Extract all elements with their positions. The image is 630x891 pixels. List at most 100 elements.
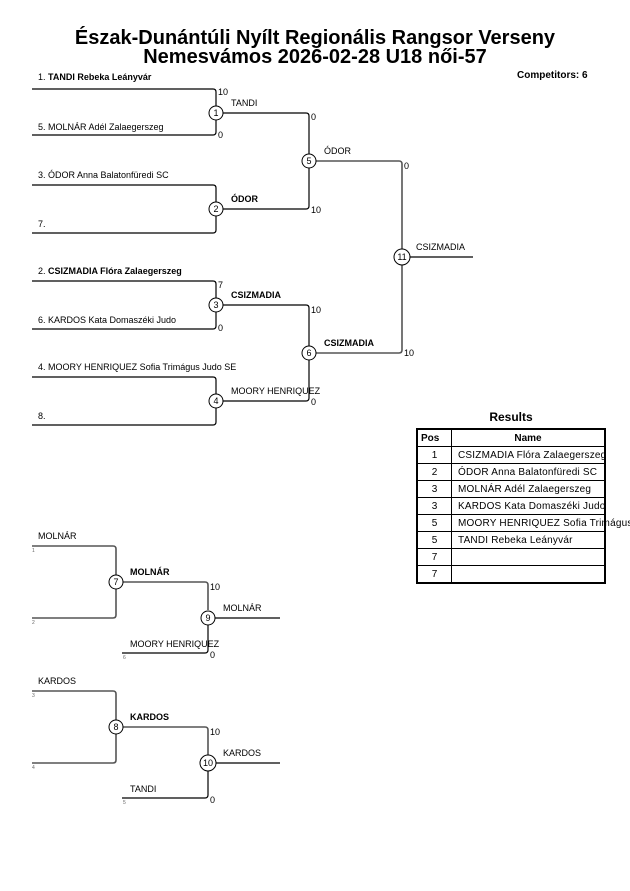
match-node[interactable] bbox=[208, 297, 224, 313]
column-header-name: Name bbox=[451, 428, 606, 447]
match-number: 8 bbox=[113, 722, 118, 732]
match-winner: ÓDOR bbox=[324, 146, 352, 156]
match-line bbox=[223, 112, 310, 154]
entry-line bbox=[32, 376, 217, 394]
entry-label: 3. ÓDOR Anna Balatonfüredi SC bbox=[38, 170, 169, 180]
result-name: MOLNÁR Adél Zalaegerszeg bbox=[451, 480, 606, 498]
match-winner: MOORY HENRIQUEZ bbox=[231, 386, 321, 396]
match-line bbox=[123, 581, 209, 610]
column-header-pos: Pos bbox=[416, 428, 452, 447]
entry-label: 5. MOLNÁR Adél Zalaegerszeg bbox=[38, 122, 164, 132]
match-node[interactable] bbox=[208, 393, 224, 409]
result-name: MOORY HENRIQUEZ Sofia Trimágus bbox=[451, 514, 630, 532]
score: 10 bbox=[404, 348, 414, 358]
match-line bbox=[223, 168, 310, 210]
score: 10 bbox=[210, 582, 220, 592]
seed-number: 1 bbox=[32, 548, 35, 554]
entry-line bbox=[32, 408, 217, 426]
match-number: 7 bbox=[113, 577, 118, 587]
score: 0 bbox=[311, 397, 316, 407]
entry-line bbox=[32, 280, 217, 298]
entry-line bbox=[32, 545, 117, 575]
match-node[interactable] bbox=[301, 345, 317, 361]
result-pos: 3 bbox=[416, 480, 452, 498]
match-line bbox=[223, 304, 310, 346]
match-number: 11 bbox=[397, 252, 406, 262]
seed-number: 4 bbox=[32, 765, 35, 771]
result-name bbox=[451, 565, 606, 584]
result-pos: 1 bbox=[416, 446, 452, 464]
score: 0 bbox=[404, 161, 409, 171]
entry-line bbox=[32, 690, 117, 720]
score: 0 bbox=[210, 650, 215, 660]
page-title: Észak-Dunántúli Nyílt Regionális Rangsor… bbox=[74, 27, 556, 49]
competitors-count: Competitors: 6 bbox=[517, 70, 588, 81]
match-node[interactable] bbox=[208, 105, 224, 121]
match-node[interactable] bbox=[108, 574, 124, 590]
score: 10 bbox=[311, 305, 321, 315]
repechage-entry-label: MOLNÁR bbox=[38, 531, 77, 541]
match-winner: CSIZMADIA bbox=[324, 338, 374, 348]
match-node[interactable] bbox=[301, 153, 317, 169]
entry-line bbox=[32, 312, 217, 330]
page-subtitle: Nemesvámos 2026-02-28 U18 női-57 bbox=[143, 46, 487, 68]
match-number: 2 bbox=[213, 204, 218, 214]
result-pos: 5 bbox=[416, 514, 452, 532]
seed-number: 2 bbox=[32, 620, 35, 626]
score: 0 bbox=[311, 112, 316, 122]
entry-line bbox=[32, 734, 117, 764]
match-node[interactable] bbox=[199, 754, 217, 772]
results-header-row: Pos Name bbox=[416, 428, 606, 447]
entry-label: 7. bbox=[38, 219, 46, 229]
entry-label: 4. MOORY HENRIQUEZ Sofia Trimágus Judo S… bbox=[38, 362, 236, 372]
results-title: Results bbox=[489, 410, 533, 424]
match-node[interactable] bbox=[108, 719, 124, 735]
score: 0 bbox=[210, 795, 215, 805]
match-line bbox=[316, 265, 403, 354]
score: 10 bbox=[210, 727, 220, 737]
seed-number: 3 bbox=[32, 693, 35, 699]
match-number: 4 bbox=[213, 396, 218, 406]
entry-label: 1. TANDI Rebeka Leányvár bbox=[38, 72, 152, 82]
match-winner: KARDOS bbox=[223, 748, 261, 758]
match-number: 10 bbox=[203, 758, 213, 768]
match-winner: MOLNÁR bbox=[130, 567, 170, 577]
entry-line bbox=[122, 625, 209, 654]
match-node[interactable] bbox=[208, 201, 224, 217]
result-name: TANDI Rebeka Leányvár bbox=[451, 531, 606, 549]
match-node[interactable] bbox=[200, 610, 216, 626]
entry-label: 6. KARDOS Kata Domaszéki Judo bbox=[38, 315, 176, 325]
entry-label: 8. bbox=[38, 411, 46, 421]
entry-line bbox=[32, 216, 217, 234]
match-winner: TANDI bbox=[231, 98, 257, 108]
seed-number: 6 bbox=[123, 655, 126, 661]
match-winner: ÓDOR bbox=[231, 193, 259, 204]
entry-line bbox=[122, 770, 209, 799]
result-pos: 5 bbox=[416, 531, 452, 549]
match-node[interactable] bbox=[393, 248, 411, 266]
match-winner: MOLNÁR bbox=[223, 603, 262, 613]
result-name: CSIZMADIA Flóra Zalaegerszeg bbox=[451, 446, 606, 464]
results-row: 7 bbox=[416, 565, 606, 584]
result-pos: 3 bbox=[416, 497, 452, 515]
repechage-entry-label: KARDOS bbox=[38, 676, 76, 686]
entry-line bbox=[32, 589, 117, 619]
match-line bbox=[316, 160, 403, 250]
result-pos: 7 bbox=[416, 565, 452, 584]
result-name bbox=[451, 548, 606, 566]
match-number: 9 bbox=[205, 613, 210, 623]
entry-line bbox=[32, 119, 217, 136]
match-winner: CSIZMADIA bbox=[231, 290, 281, 300]
result-pos: 2 bbox=[416, 463, 452, 481]
match-winner: KARDOS bbox=[130, 712, 169, 722]
match-number: 5 bbox=[306, 156, 311, 166]
match-line bbox=[123, 726, 209, 755]
results-row: 7 bbox=[416, 548, 606, 566]
